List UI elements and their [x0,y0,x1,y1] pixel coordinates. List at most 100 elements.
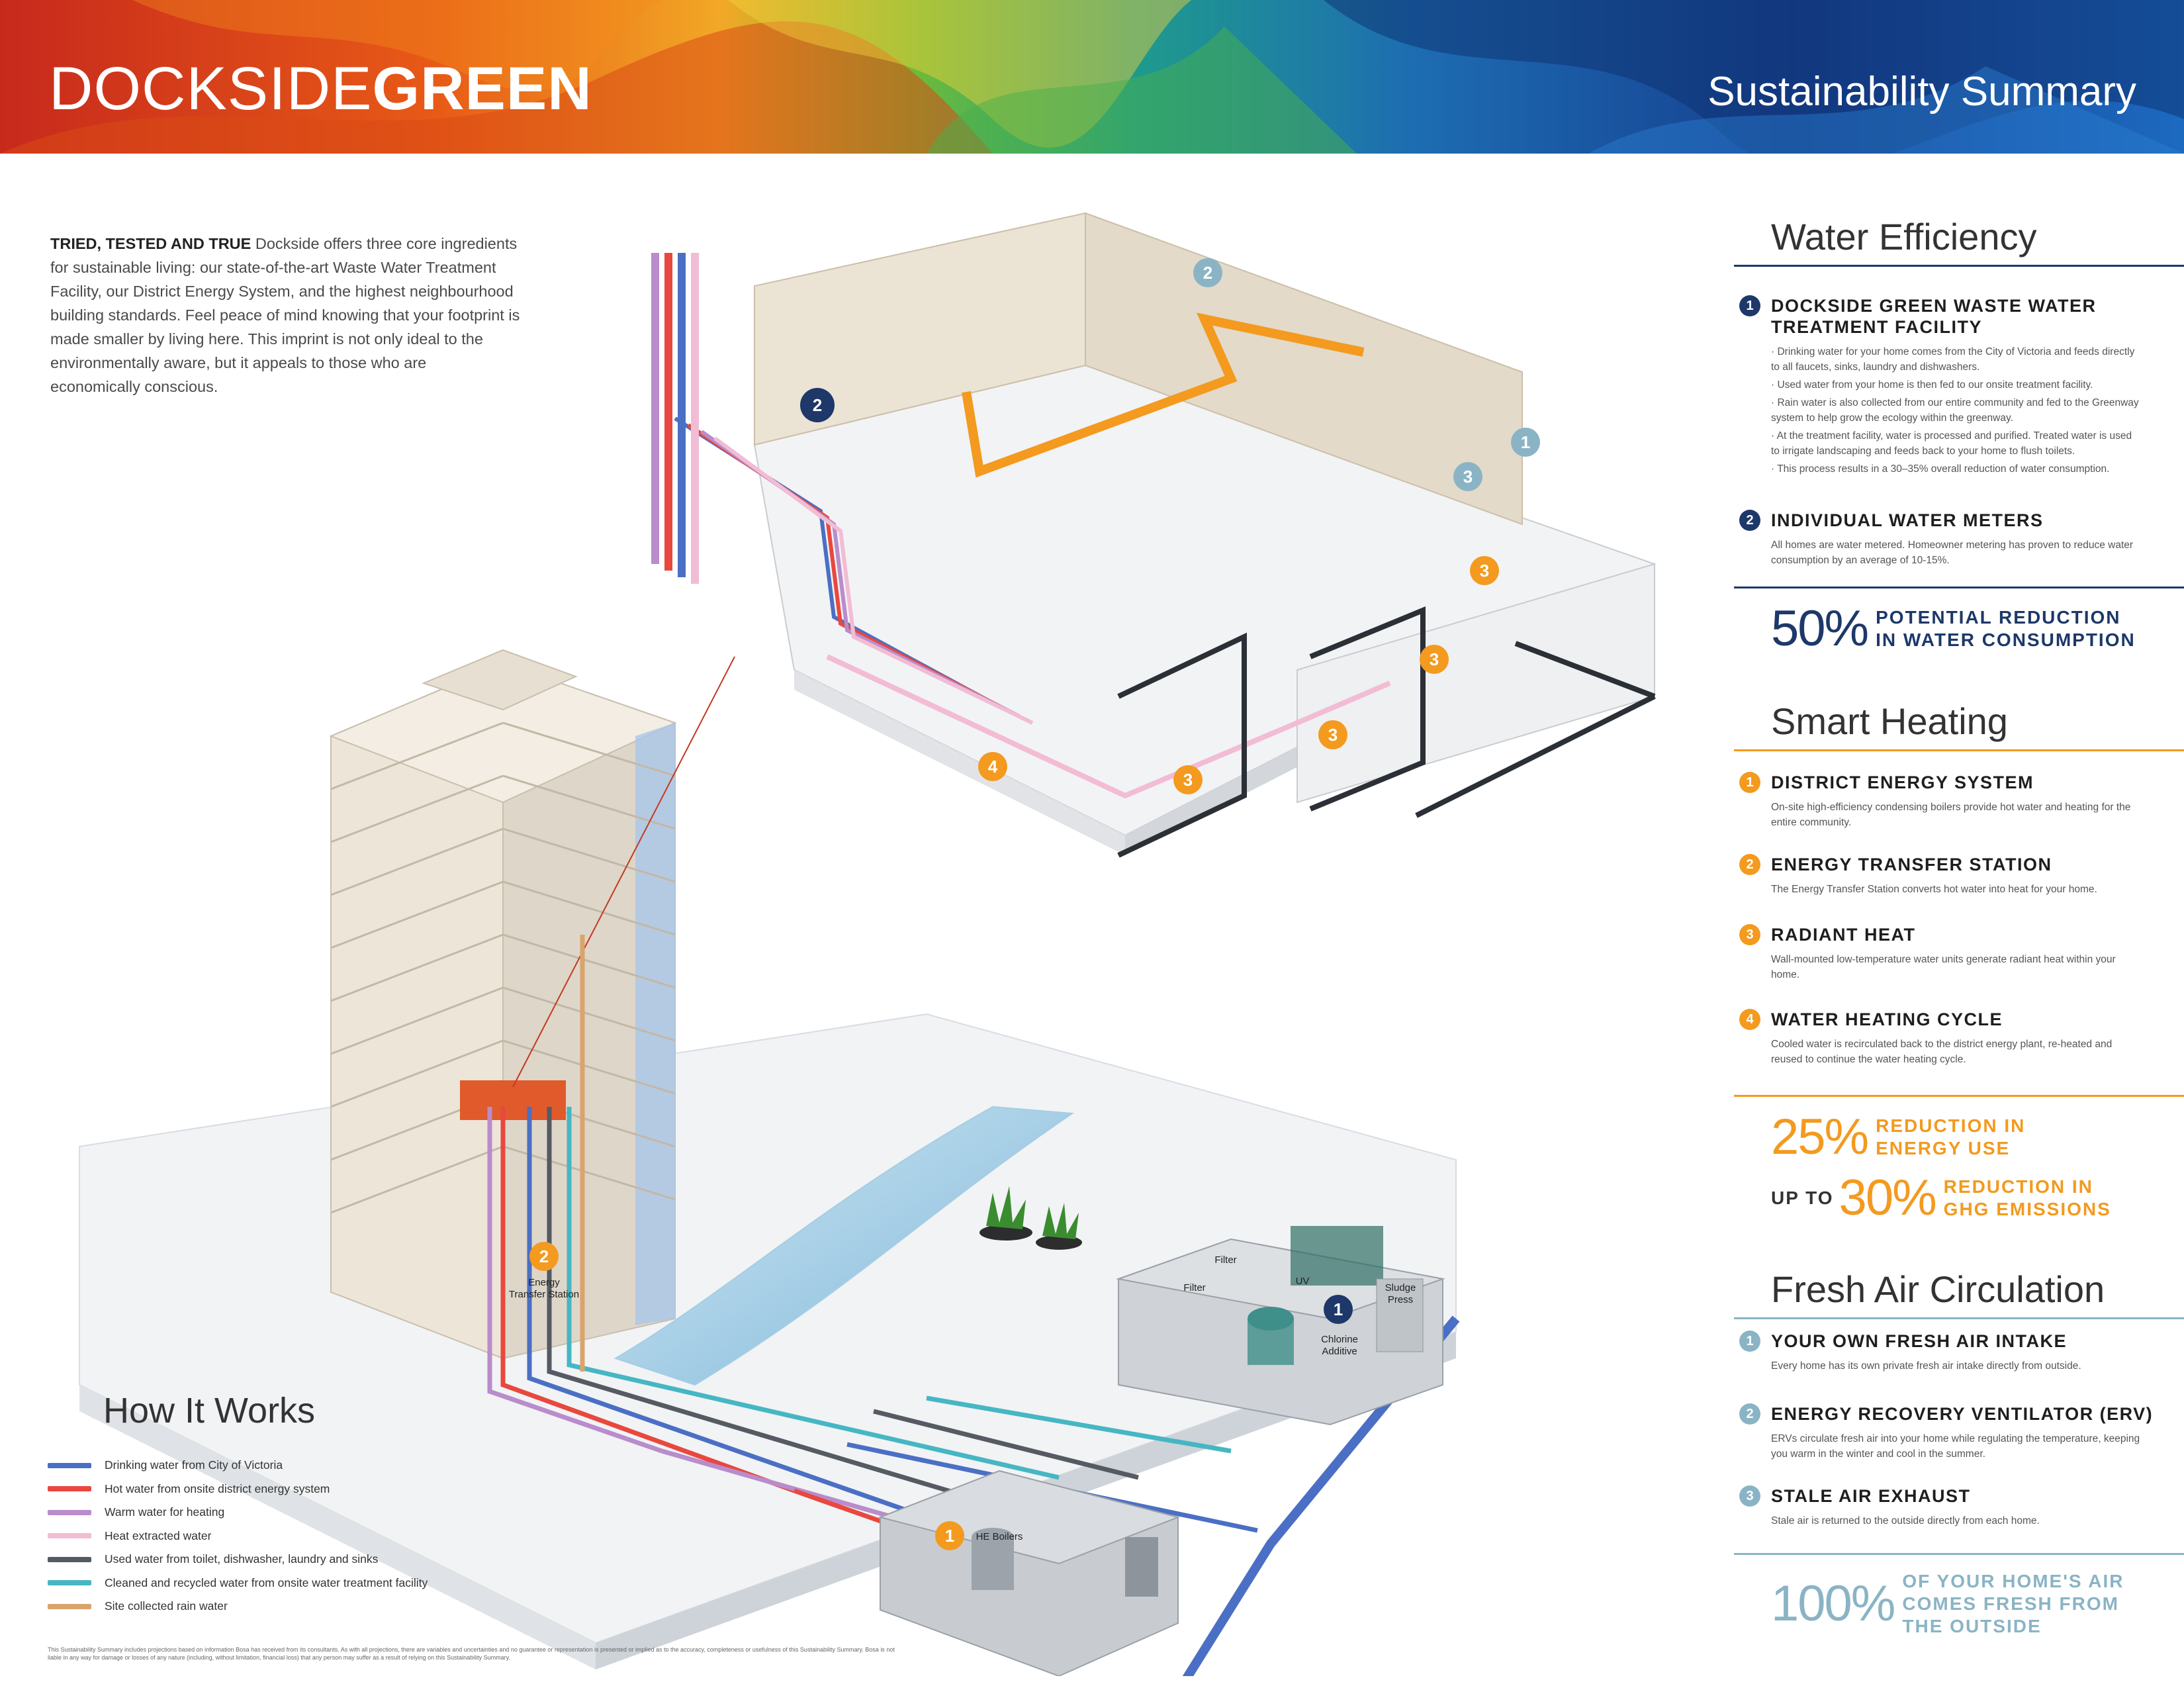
label-energy-transfer-1: Energy [528,1277,560,1288]
section-smart-heating: Smart Heating [1734,703,2184,751]
item-bullets: · Drinking water for your home comes fro… [1771,344,2142,477]
water-item-meters: 2 INDIVIDUAL WATER METERS All homes are … [1734,510,2184,568]
section-fresh-air: Fresh Air Circulation [1734,1271,2184,1319]
item-heading: ENERGY RECOVERY VENTILATOR (ERV) [1771,1404,2154,1424]
number-badge: 3 [1739,1485,1760,1507]
label-chlorine-1: Chlorine [1321,1334,1358,1345]
svg-text:4: 4 [988,757,998,776]
section-title: Smart Heating [1734,703,2184,751]
label-he-boilers: HE Boilers [976,1531,1023,1542]
legend-label: Cleaned and recycled water from onsite w… [105,1575,428,1589]
marker-radiant-heat-a: 3 [1470,556,1499,585]
item-heading: RADIANT HEAT [1771,925,1916,945]
marker-treatment-facility: 1 [1324,1295,1353,1324]
marker-energy-transfer: 2 [529,1242,559,1271]
item-heading: DOCKSIDE GREEN WASTE WATER TREATMENT FAC… [1771,296,2097,337]
legend-swatch [48,1486,91,1492]
svg-text:2: 2 [1203,263,1212,283]
marker-stale-air: 3 [1453,462,1482,491]
section-title: Fresh Air Circulation [1734,1271,2184,1319]
marker-air-intake: 1 [1511,428,1540,457]
item-body: All homes are water metered. Homeowner m… [1771,539,2134,566]
greenway-water-channel [614,1105,1074,1386]
suite-callout-line [512,656,735,1088]
legend-item: Heat extracted water [48,1524,428,1548]
legend: Drinking water from City of Victoria Hot… [48,1454,428,1618]
item-heading: YOUR OWN FRESH AIR INTAKE [1771,1331,2067,1351]
supply-risers [651,253,699,584]
marker-radiant-heat-c: 3 [1318,720,1347,749]
number-badge: 2 [1739,1403,1760,1425]
header-abstract-background [0,0,2184,154]
divider [1734,1095,2184,1097]
stat-number: 30% [1839,1170,1937,1226]
legend-item: Hot water from onsite district energy sy… [48,1477,428,1501]
svg-text:3: 3 [1430,649,1439,669]
svg-text:2: 2 [813,395,822,415]
item-heading: DISTRICT ENERGY SYSTEM [1771,773,2034,792]
suite-pipes [674,312,1391,799]
greenway-plants [979,1186,1082,1250]
heating-item-transfer: 2 ENERGY TRANSFER STATION The Energy Tra… [1734,854,2184,897]
item-heading: STALE AIR EXHAUST [1771,1486,1971,1506]
svg-text:1: 1 [1334,1299,1343,1319]
label-chlorine-2: Additive [1322,1346,1357,1357]
balcony-railings [1117,606,1656,858]
item-body: ERVs circulate fresh air into your home … [1771,1433,2140,1460]
legend-swatch [48,1580,91,1586]
heating-item-radiant: 3 RADIANT HEAT Wall-mounted low-temperat… [1734,924,2184,982]
suite-cutaway [753,212,1657,855]
legend-item: Cleaned and recycled water from onsite w… [48,1571,428,1595]
label-filter-a: Filter [1214,1254,1236,1266]
legend-label: Site collected rain water [105,1599,228,1613]
residential-tower [329,649,677,1360]
stat-number: 50% [1771,600,1869,657]
tower-floor-lines [330,722,676,1214]
label-uv: UV [1296,1276,1310,1287]
disclaimer-text: This Sustainability Summary includes pro… [48,1646,895,1661]
marker-radiant-heat-b: 3 [1420,645,1449,674]
diagram-labels: Energy Transfer Station Filter Filter UV… [509,1254,1416,1542]
item-heading: ENERGY TRANSFER STATION [1771,855,2052,874]
legend-swatch [48,1556,91,1562]
legend-label: Heat extracted water [105,1528,212,1542]
svg-text:3: 3 [1480,561,1489,581]
building-systems-diagram: 2 2 1 3 3 3 3 3 4 2 1 1 Energy Transfer … [79,212,1657,1676]
brand-logo: DOCKSIDEGREEN [49,55,592,122]
number-badge: 4 [1739,1009,1760,1030]
bullet-text: · Rain water is also collected from our … [1771,397,2139,424]
label-sludge-press-1: Sludge [1385,1282,1416,1293]
diagram-markers: 2 2 1 3 3 3 3 3 4 2 1 1 [529,258,1540,1550]
label-filter-b: Filter [1183,1282,1205,1293]
intro-text: Dockside offers three core ingredients f… [50,235,520,395]
bullet-text: · At the treatment facility, water is pr… [1771,430,2132,457]
svg-text:3: 3 [1463,467,1473,487]
item-body: Every home has its own private fresh air… [1771,1360,2081,1372]
section-water-efficiency: Water Efficiency [1734,218,2184,267]
air-item-exhaust: 3 STALE AIR EXHAUST Stale air is returne… [1734,1485,2184,1528]
bullet-text: · Drinking water for your home comes fro… [1771,346,2135,373]
legend-label: Drinking water from City of Victoria [105,1458,283,1472]
intro-lead: TRIED, TESTED AND TRUE [50,235,251,252]
number-badge: 2 [1739,510,1760,531]
item-body: Wall-mounted low-temperature water units… [1771,954,2116,980]
legend-item: Drinking water from City of Victoria [48,1454,428,1477]
marker-erv: 2 [1193,258,1222,287]
riser-pipes [487,935,1060,1520]
page-title: Sustainability Summary [1707,69,2136,115]
section-title: Water Efficiency [1734,218,2184,267]
heating-item-district: 1 DISTRICT ENERGY SYSTEM On-site high-ef… [1734,772,2184,830]
legend-swatch [48,1533,91,1539]
svg-text:2: 2 [539,1246,549,1266]
legend-title: How It Works [103,1391,316,1430]
legend-item: Site collected rain water [48,1595,428,1618]
intro-paragraph: TRIED, TESTED AND TRUE Dockside offers t… [50,232,520,399]
heating-item-cycle: 4 WATER HEATING CYCLE Cooled water is re… [1734,1009,2184,1067]
number-badge: 1 [1739,295,1760,316]
district-energy-plant [878,1470,1181,1676]
